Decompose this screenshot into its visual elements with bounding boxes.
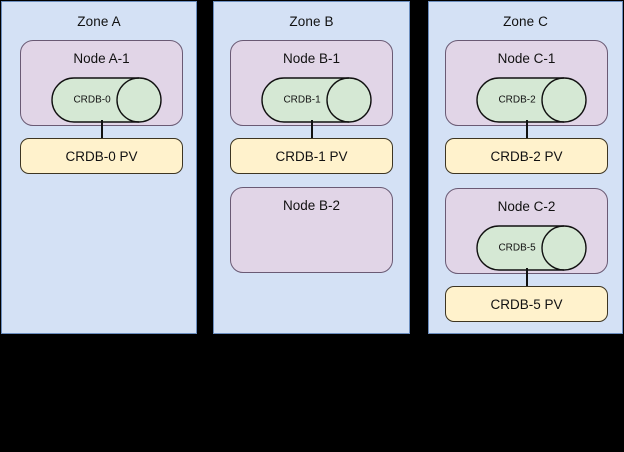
- cylinder-shape-icon: [476, 225, 587, 271]
- persistent-volume-label-crdb-0-pv: CRDB-0 PV: [65, 148, 138, 164]
- persistent-volume-crdb-5-pv: CRDB-5 PV: [445, 286, 608, 322]
- persistent-volume-crdb-1-pv: CRDB-1 PV: [230, 138, 393, 174]
- node-b-2: Node B-2: [230, 187, 393, 273]
- node-c-2: Node C-2 CRDB-5: [445, 188, 608, 274]
- database-cylinder-crdb-1: CRDB-1: [261, 77, 372, 123]
- persistent-volume-label-crdb-1-pv: CRDB-1 PV: [275, 148, 348, 164]
- persistent-volume-label-crdb-2-pv: CRDB-2 PV: [490, 148, 563, 164]
- node-a-1: Node A-1 CRDB-0: [20, 40, 183, 126]
- database-cylinder-crdb-5: CRDB-5: [476, 225, 587, 271]
- node-c-1: Node C-1 CRDB-2: [445, 40, 608, 126]
- cylinder-shape-icon: [51, 77, 162, 123]
- cylinder-shape-icon: [261, 77, 372, 123]
- node-b-1-title: Node B-1: [282, 51, 341, 66]
- persistent-volume-crdb-0-pv: CRDB-0 PV: [20, 138, 183, 174]
- database-cylinder-crdb-0: CRDB-0: [51, 77, 162, 123]
- zone-a: Zone A Node A-1 CRDB-0 CRDB-0 PV: [1, 1, 197, 334]
- connector-crdb-5-to-pv: [526, 268, 528, 287]
- connector-crdb-0-to-pv: [101, 120, 103, 139]
- database-cylinder-crdb-2: CRDB-2: [476, 77, 587, 123]
- zone-a-title: Zone A: [77, 14, 121, 29]
- node-c-2-title: Node C-2: [497, 199, 556, 214]
- zone-c-title: Zone C: [503, 14, 548, 29]
- node-a-1-title: Node A-1: [73, 51, 130, 66]
- node-c-1-title: Node C-1: [497, 51, 556, 66]
- zone-b: Zone B Node B-1 CRDB-1 CRDB-1 PV Node B-…: [213, 1, 410, 334]
- zone-c: Zone C Node C-1 CRDB-2 CRDB-2 PV Node C-…: [428, 1, 623, 334]
- connector-crdb-2-to-pv: [526, 120, 528, 139]
- node-b-2-title: Node B-2: [282, 198, 341, 213]
- persistent-volume-crdb-2-pv: CRDB-2 PV: [445, 138, 608, 174]
- node-b-1: Node B-1 CRDB-1: [230, 40, 393, 126]
- cylinder-shape-icon: [476, 77, 587, 123]
- persistent-volume-label-crdb-5-pv: CRDB-5 PV: [490, 296, 563, 312]
- zone-b-title: Zone B: [289, 14, 334, 29]
- connector-crdb-1-to-pv: [311, 120, 313, 139]
